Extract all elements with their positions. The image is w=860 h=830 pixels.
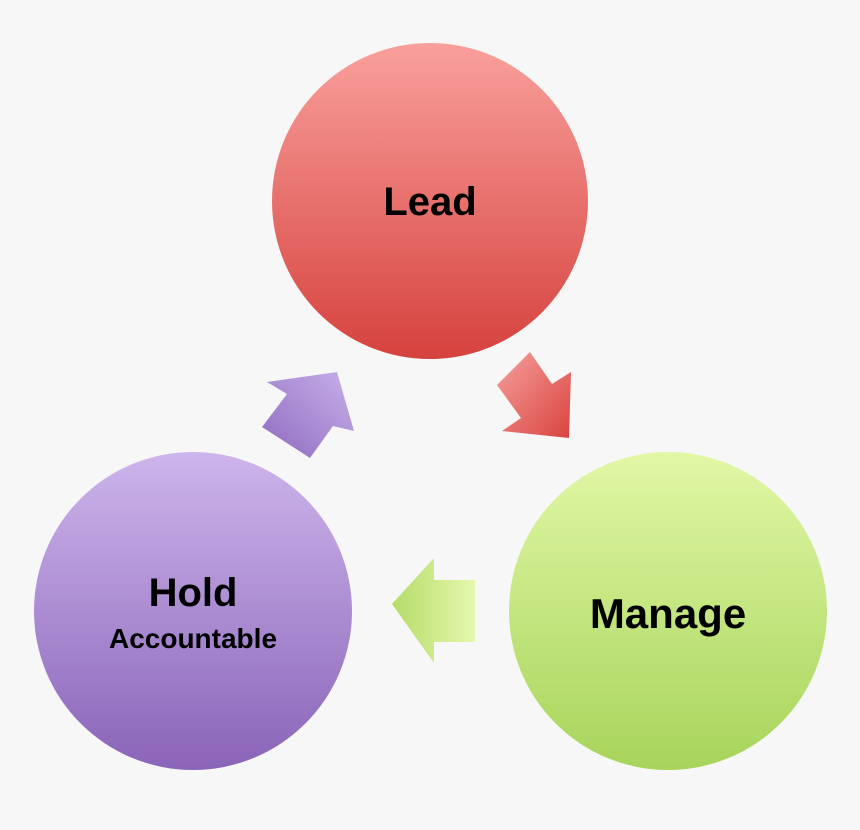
arrow-manage-to-hold [392, 558, 475, 663]
hold-circle [34, 452, 352, 770]
accountable-label: Accountable [109, 623, 277, 654]
node-hold-accountable: Hold Accountable [34, 452, 352, 770]
manage-label: Manage [590, 590, 746, 637]
arrow-purple-shape [262, 372, 354, 458]
node-manage: Manage [509, 452, 827, 770]
arrow-lead-to-manage [497, 352, 571, 438]
arrow-hold-to-lead [262, 372, 354, 458]
hold-label: Hold [149, 571, 238, 615]
lead-circle [272, 43, 588, 359]
arrow-red-shape [497, 352, 571, 438]
manage-circle [509, 452, 827, 770]
arrow-green-shape [392, 558, 475, 663]
node-lead: Lead [272, 43, 588, 359]
lead-label: Lead [383, 180, 476, 224]
